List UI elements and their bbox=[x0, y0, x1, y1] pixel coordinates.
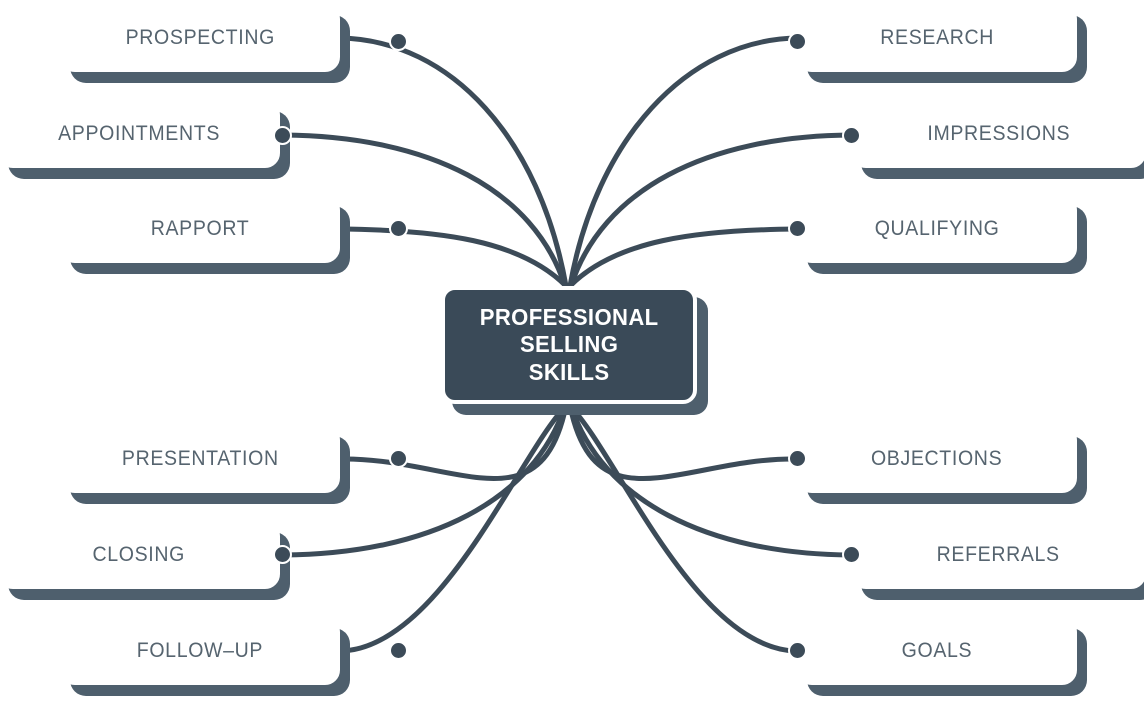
node-face: APPOINTMENTS bbox=[0, 100, 280, 168]
node-label: IMPRESSIONS bbox=[927, 122, 1070, 145]
wire-objections bbox=[567, 403, 800, 482]
node-face: QUALIFYING bbox=[797, 195, 1077, 263]
central-node[interactable]: PROFESSIONAL SELLING SKILLS bbox=[441, 286, 708, 415]
connector-dot bbox=[273, 126, 292, 145]
central-label: PROFESSIONAL SELLING SKILLS bbox=[480, 304, 659, 387]
node-label: PRESENTATION bbox=[121, 447, 279, 470]
connector-dot bbox=[788, 449, 807, 468]
central-line-2: SELLING bbox=[519, 331, 619, 358]
connector-dot bbox=[788, 32, 807, 51]
node-face: RESEARCH bbox=[797, 4, 1077, 72]
node-appointments[interactable]: APPOINTMENTS bbox=[0, 100, 292, 179]
central-face: PROFESSIONAL SELLING SKILLS bbox=[441, 286, 697, 404]
connector-dot bbox=[389, 32, 408, 51]
node-presentation[interactable]: PRESENTATION bbox=[60, 425, 408, 504]
node-label: FOLLOW–UP bbox=[136, 639, 264, 662]
wire-qualifying bbox=[567, 226, 800, 289]
node-label: RAPPORT bbox=[150, 217, 250, 240]
connector-dot bbox=[842, 545, 861, 564]
node-face: PRESENTATION bbox=[60, 425, 340, 493]
node-face: REFERRALS bbox=[851, 521, 1144, 589]
node-rapport[interactable]: RAPPORT bbox=[60, 195, 408, 274]
node-qualifying[interactable]: QUALIFYING bbox=[788, 195, 1087, 274]
wire-closing bbox=[280, 403, 568, 558]
central-line-1: PROFESSIONAL bbox=[479, 303, 659, 330]
node-face: FOLLOW–UP bbox=[60, 617, 340, 685]
node-goals[interactable]: GOALS bbox=[788, 617, 1087, 696]
node-face: GOALS bbox=[797, 617, 1077, 685]
node-face: PROSPECTING bbox=[60, 4, 340, 72]
node-objections[interactable]: OBJECTIONS bbox=[788, 425, 1087, 504]
node-closing[interactable]: CLOSING bbox=[0, 521, 292, 600]
node-research[interactable]: RESEARCH bbox=[788, 4, 1087, 83]
connector-dot bbox=[389, 641, 408, 660]
connector-dot bbox=[788, 219, 807, 238]
wire-referrals bbox=[568, 403, 854, 558]
node-face: IMPRESSIONS bbox=[851, 100, 1144, 168]
node-label: QUALIFYING bbox=[874, 217, 1000, 240]
node-face: OBJECTIONS bbox=[797, 425, 1077, 493]
node-face: RAPPORT bbox=[60, 195, 340, 263]
node-label: OBJECTIONS bbox=[871, 447, 1003, 470]
connector-dot bbox=[273, 545, 292, 564]
node-label: GOALS bbox=[901, 639, 973, 662]
wire-presentation bbox=[337, 403, 569, 482]
wire-followup bbox=[337, 403, 569, 654]
connector-dot bbox=[389, 219, 408, 238]
node-label: PROSPECTING bbox=[125, 26, 275, 49]
wire-goals bbox=[567, 403, 800, 654]
connector-dot bbox=[842, 126, 861, 145]
node-impressions[interactable]: IMPRESSIONS bbox=[842, 100, 1144, 179]
node-label: CLOSING bbox=[92, 543, 186, 566]
wire-impressions bbox=[568, 132, 854, 289]
wire-appointments bbox=[280, 132, 568, 289]
connector-dot bbox=[788, 641, 807, 660]
node-followup[interactable]: FOLLOW–UP bbox=[60, 617, 408, 696]
node-label: RESEARCH bbox=[880, 26, 994, 49]
central-line-3: SKILLS bbox=[528, 358, 610, 385]
node-referrals[interactable]: REFERRALS bbox=[842, 521, 1144, 600]
wire-prospecting bbox=[337, 35, 569, 289]
wire-research bbox=[567, 35, 800, 289]
wire-rapport bbox=[337, 226, 569, 289]
node-label: REFERRALS bbox=[936, 543, 1061, 566]
node-face: CLOSING bbox=[0, 521, 280, 589]
connector-dot bbox=[389, 449, 408, 468]
node-prospecting[interactable]: PROSPECTING bbox=[60, 4, 408, 83]
node-label: APPOINTMENTS bbox=[58, 122, 220, 145]
